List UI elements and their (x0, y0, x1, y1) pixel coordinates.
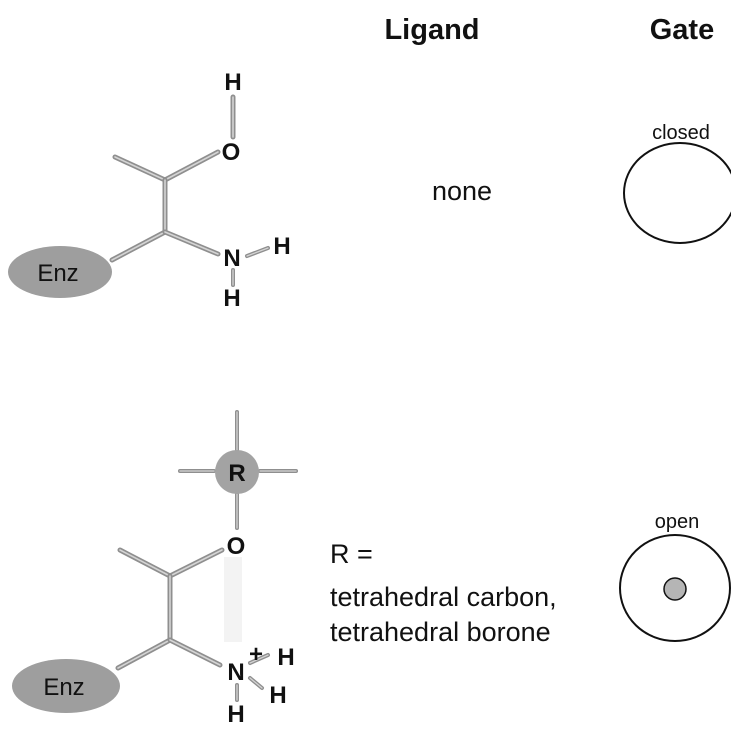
enzyme-label-bottom: Enz (43, 674, 84, 701)
amine-h-right-bottom-bottom: H (269, 682, 286, 709)
r-group-circle (215, 450, 259, 494)
ligand-r-description: R = tetrahedral carbon, tetrahedral boro… (330, 539, 557, 647)
bottom-bonds (115, 410, 298, 702)
r-group-label: R (228, 460, 245, 487)
gate-closed-ring (623, 142, 731, 244)
amine-h-right-top: H (273, 233, 290, 260)
gate-open-label: open (655, 511, 700, 533)
hydroxyl-h-top: H (224, 69, 241, 96)
bond-guide-shade (224, 557, 242, 642)
oxygen-top: O (222, 139, 241, 166)
ligand-r-line3: tetrahedral borone (330, 617, 551, 647)
enzyme-ellipse-bottom (12, 659, 120, 713)
gate-open: open (619, 511, 731, 642)
gate-closed: closed (623, 122, 731, 244)
top-bonds (109, 94, 270, 287)
nitrogen-top: N (223, 245, 240, 272)
amine-h-bottom-top: H (223, 285, 240, 312)
bottom-structure: R Enz O N + H H H (12, 410, 298, 728)
ligand-r-line2: tetrahedral carbon, (330, 582, 557, 612)
amine-h-bottom-bottom: H (227, 701, 244, 728)
oxygen-bottom: O (227, 533, 246, 560)
ligand-header: Ligand (384, 14, 479, 46)
enzyme-ellipse-top (8, 246, 112, 298)
enzyme-label-top: Enz (37, 260, 78, 287)
gate-open-dot (663, 577, 687, 601)
amine-h-right-top-bottom: H (277, 644, 294, 671)
top-structure: Enz H O N H H (8, 69, 291, 312)
nitrogen-bottom: N (227, 659, 244, 686)
ligand-none-text: none (432, 176, 492, 206)
gate-header: Gate (650, 14, 714, 46)
positive-charge: + (249, 641, 263, 668)
gate-closed-label: closed (652, 122, 710, 144)
ligand-r-line1: R = (330, 539, 373, 569)
